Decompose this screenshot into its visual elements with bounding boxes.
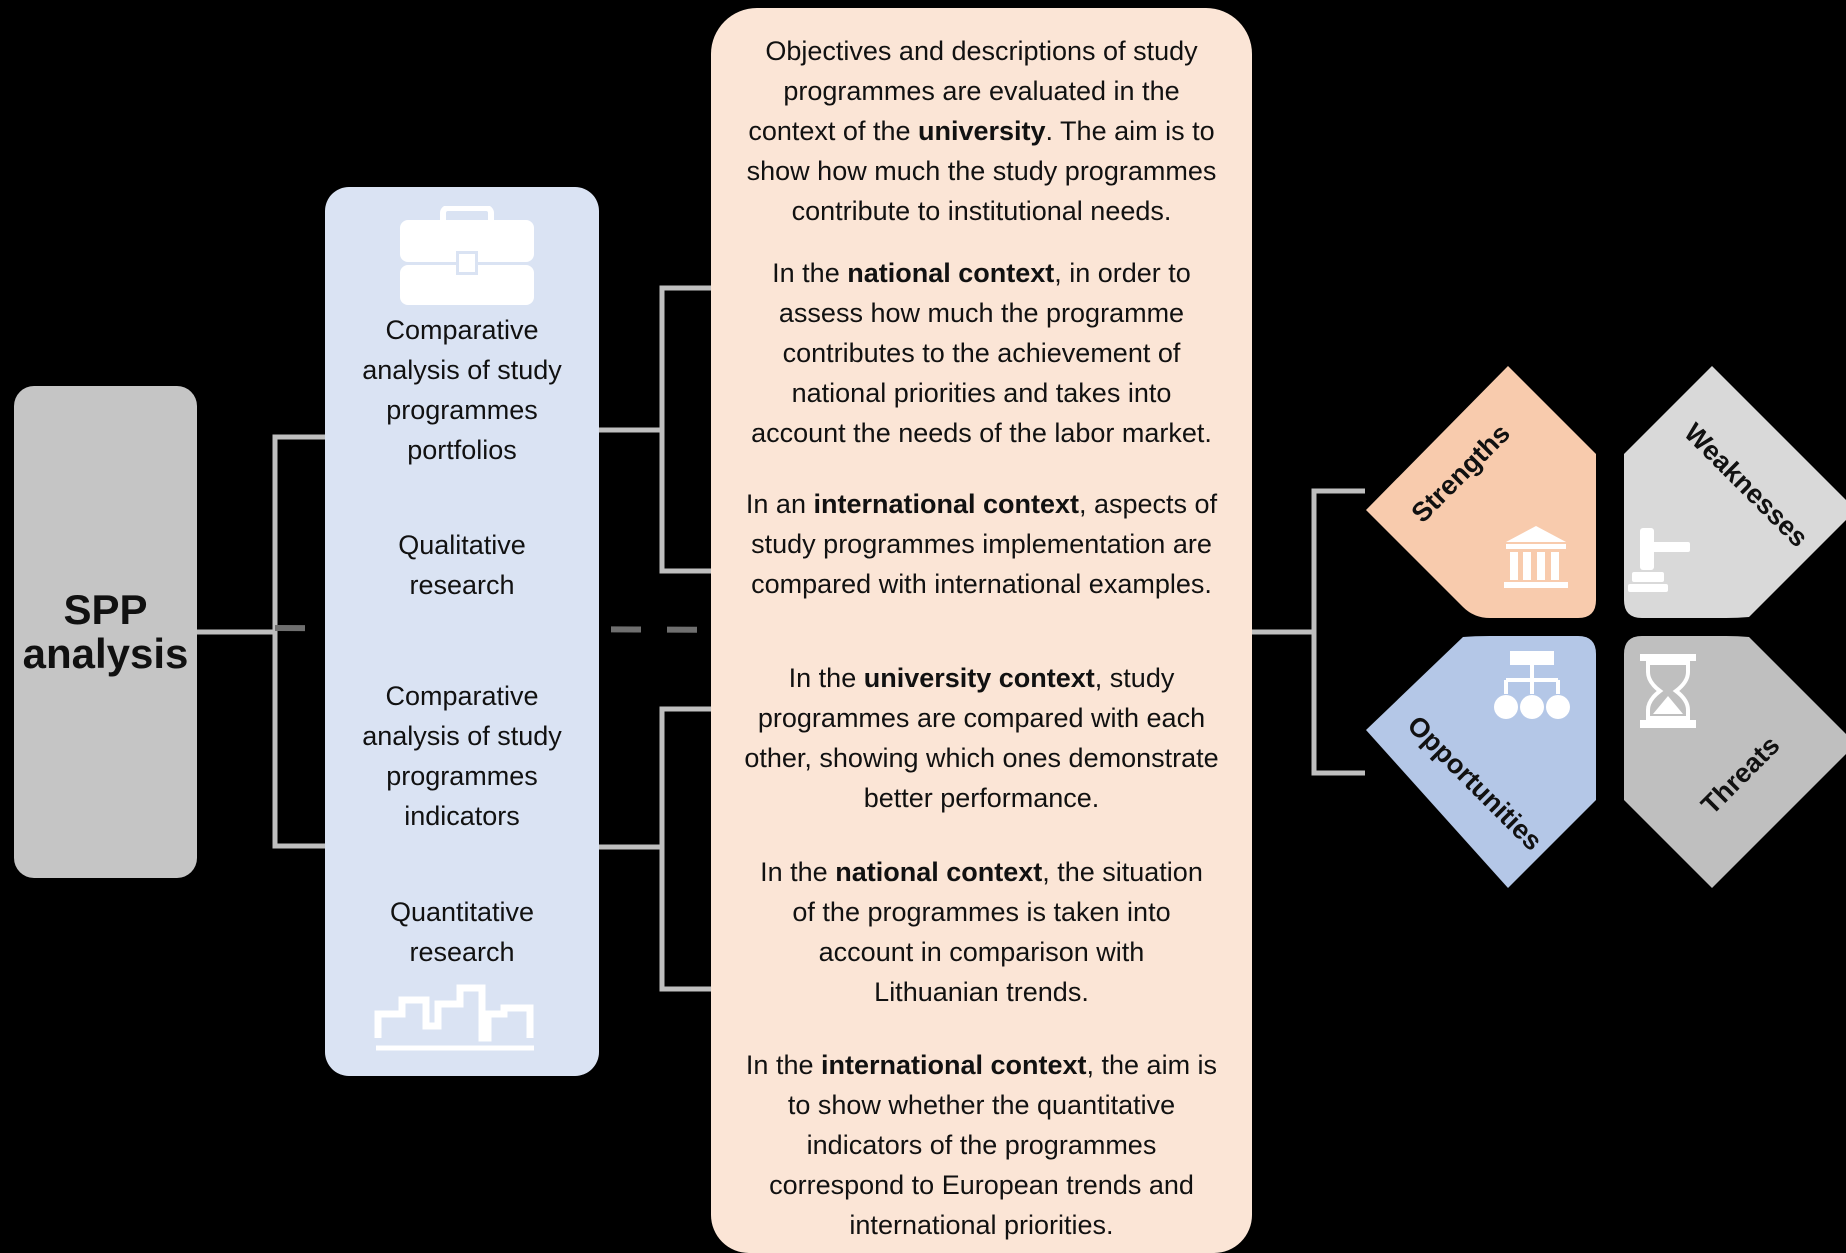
qualitative-research-label: Qualitative research (325, 525, 599, 605)
swot-bracket (1311, 488, 1365, 776)
swot-diagram (1366, 366, 1846, 888)
context-national-quantitative: In the national context, the situation o… (711, 852, 1252, 1012)
text-segment: context of the (748, 116, 918, 146)
hierarchy-icon (1494, 651, 1570, 719)
text-segment: In the (772, 258, 848, 288)
bar-chart-icon (374, 984, 534, 1051)
bold-term: university (917, 116, 1046, 146)
text-line: Objectives and descriptions of study (765, 36, 1198, 66)
qual-line-1: Comparative (385, 315, 539, 345)
text-segment: In an (745, 489, 814, 519)
bold-term: international context (820, 1050, 1087, 1080)
quant-line-3: programmes (386, 761, 538, 791)
quant-context-bracket (659, 706, 711, 992)
text-line: to show whether the quantitative (787, 1090, 1176, 1120)
qual-research-line-2: research (409, 570, 515, 600)
text-line: better performance. (863, 783, 1100, 813)
text-line: other, showing which ones demonstrate (744, 743, 1219, 773)
hourglass-icon (1640, 654, 1696, 728)
methods-bracket (272, 434, 325, 849)
text-line: programmes are compared with each (757, 703, 1206, 733)
text-segment: , the aim is (1086, 1050, 1218, 1080)
quantitative-research-label: Quantitative research (325, 892, 599, 972)
quant-line-1: Comparative (385, 681, 539, 711)
text-line: correspond to European trends and (769, 1170, 1194, 1200)
text-line: contribute to institutional needs. (791, 196, 1172, 226)
bold-term: national context (835, 857, 1043, 887)
threats-shape (1624, 636, 1846, 888)
opportunities-shape (1366, 636, 1596, 888)
text-line: study programmes implementation are (751, 529, 1212, 559)
text-line: context of the university. The aim is to (711, 111, 1252, 151)
qual-context-bracket (659, 285, 711, 574)
qual-research-line-1: Qualitative (398, 530, 526, 560)
text-line: In the international context, the aim is (711, 1045, 1252, 1085)
text-line: account the needs of the labor market. (751, 418, 1212, 448)
text-line: compared with international examples. (751, 569, 1212, 599)
text-segment: . The aim is to (1045, 116, 1215, 146)
text-line: indicators of the programmes (806, 1130, 1157, 1160)
title-line-2: analysis (22, 630, 189, 677)
quant-line-4: indicators (404, 801, 520, 831)
text-line: show how much the study programmes (746, 156, 1217, 186)
text-line: assess how much the programme (778, 298, 1185, 328)
spp-analysis-title: SPP analysis (23, 588, 189, 676)
text-segment: In the (788, 663, 864, 693)
briefcase-icon (400, 206, 534, 305)
contexts-panel (711, 8, 1252, 1253)
weaknesses-shape (1624, 366, 1846, 618)
text-line: account in comparison with (818, 937, 1145, 967)
text-line: international priorities. (849, 1210, 1114, 1240)
text-line: In the national context, in order to (711, 253, 1252, 293)
text-segment: , the situation (1042, 857, 1203, 887)
bold-term: university context (863, 663, 1095, 693)
context-university-qualitative: Objectives and descriptions of study pro… (711, 31, 1252, 231)
text-segment: In the (745, 1050, 821, 1080)
text-segment: , in order to (1054, 258, 1191, 288)
quant-research-line-2: research (409, 937, 515, 967)
context-university-quantitative: In the university context, study program… (711, 658, 1252, 818)
text-line: contributes to the achievement of (782, 338, 1181, 368)
text-line: national priorities and takes into (791, 378, 1172, 408)
title-line-1: SPP (63, 586, 148, 633)
text-line: In the national context, the situation (711, 852, 1252, 892)
text-segment: , aspects of (1079, 489, 1218, 519)
text-segment: In the (760, 857, 836, 887)
spp-analysis-box: SPP analysis (14, 386, 197, 878)
quant-research-line-1: Quantitative (389, 897, 535, 927)
text-line: In the university context, study (711, 658, 1252, 698)
qual-line-4: portfolios (407, 435, 517, 465)
text-line: programmes are evaluated in the (783, 76, 1180, 106)
text-segment: , study (1094, 663, 1175, 693)
quant-line-2: analysis of study (362, 721, 562, 751)
quantitative-method-label: Comparative analysis of study programmes… (325, 676, 599, 836)
context-international-quantitative: In the international context, the aim is… (711, 1045, 1252, 1245)
institution-icon (1504, 526, 1568, 588)
text-line: Lithuanian trends. (874, 977, 1089, 1007)
qual-line-2: analysis of study (362, 355, 562, 385)
text-line: of the programmes is taken into (792, 897, 1171, 927)
text-line: In an international context, aspects of (711, 484, 1252, 524)
bold-term: national context (847, 258, 1055, 288)
context-national-qualitative: In the national context, in order to ass… (711, 253, 1252, 453)
methods-panel (325, 187, 599, 1076)
strengths-shape (1366, 366, 1596, 618)
context-international-qualitative: In an international context, aspects of … (711, 484, 1252, 604)
qualitative-method-label: Comparative analysis of study programmes… (325, 310, 599, 470)
qual-line-3: programmes (386, 395, 538, 425)
gavel-icon (1628, 528, 1690, 592)
bold-term: international context (813, 489, 1079, 519)
